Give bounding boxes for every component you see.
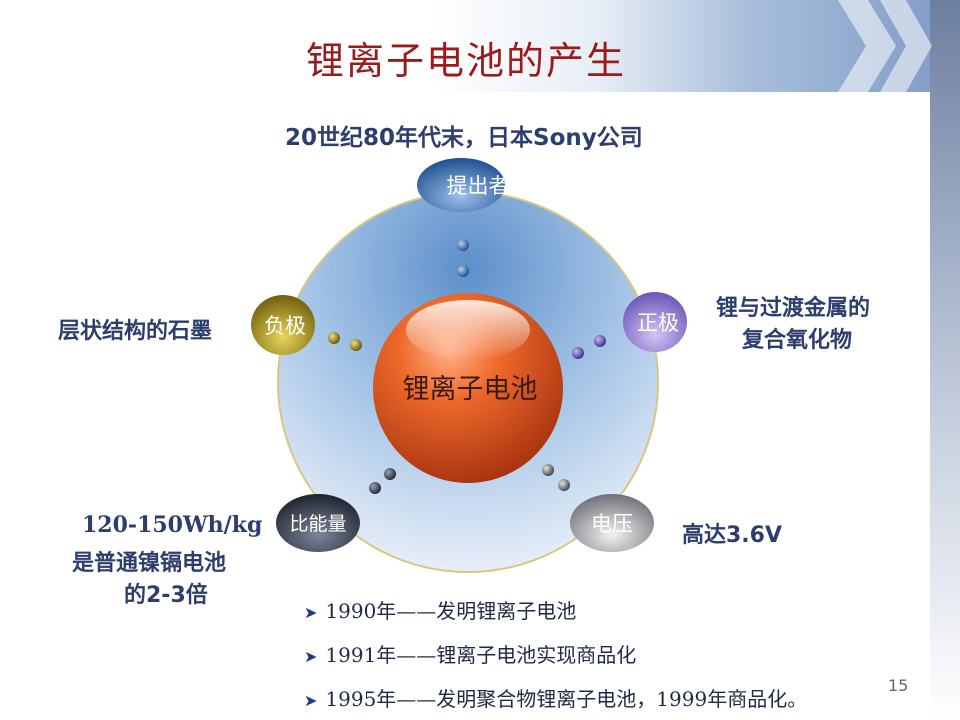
left-connector-dots [328, 332, 362, 351]
battery-diagram: 锂离子电池 提出者 负极 正极 比能量 电压 [251, 158, 687, 573]
slide-title: 锂离子电池的产生 [306, 39, 627, 83]
node-cathode-label: 正极 [637, 311, 679, 335]
timeline-item: ➤ 1995年——发明聚合物锂离子电池，1999年商品化。 [304, 683, 807, 712]
timeline-text: 1990年——发明锂离子电池 [325, 599, 577, 623]
arrow-bullet-icon: ➤ [304, 603, 318, 622]
cathode-note-line1: 锂与过渡金属的 [716, 296, 871, 321]
energy-note-line1: 120-150Wh/kg [82, 512, 263, 538]
top-connector-dots [457, 239, 469, 277]
timeline-text: 1991年——锂离子电池实现商品化 [325, 643, 637, 667]
cathode-note-line2: 复合氧化物 [742, 328, 853, 353]
node-proposer-label: 提出者 [447, 174, 510, 198]
node-proposer: 提出者 [417, 158, 510, 212]
center-label: 锂离子电池 [403, 374, 538, 405]
node-anode-label: 负极 [264, 314, 306, 338]
right-edge-band [930, 0, 960, 720]
energy-note-line2: 是普通镍镉电池 [72, 551, 227, 576]
header-chevrons [838, 0, 932, 92]
timeline-item: ➤ 1991年——锂离子电池实现商品化 [304, 639, 636, 668]
slide-subtitle: 20世纪80年代末，日本Sony公司 [285, 125, 643, 151]
bottom-right-connector-dots [542, 464, 570, 491]
node-cathode: 正极 [623, 292, 687, 352]
header-band [0, 0, 960, 92]
timeline-text: 1995年——发明聚合物锂离子电池，1999年商品化。 [325, 687, 808, 711]
center-ball [373, 293, 563, 483]
right-connector-dots [572, 335, 606, 359]
page-number: 15 [888, 676, 909, 695]
node-voltage: 电压 [570, 494, 654, 552]
voltage-note: 高达3.6V [682, 523, 782, 548]
anode-note: 层状结构的石墨 [58, 319, 213, 344]
energy-note-line3: 的2-3倍 [124, 583, 208, 608]
node-voltage-label: 电压 [591, 512, 633, 536]
bottom-left-connector-dots [369, 468, 396, 494]
arrow-bullet-icon: ➤ [304, 691, 318, 710]
node-energy: 比能量 [276, 494, 360, 552]
node-anode: 负极 [251, 295, 315, 355]
timeline-item: ➤ 1990年——发明锂离子电池 [304, 595, 576, 624]
arrow-bullet-icon: ➤ [304, 647, 318, 666]
node-energy-label: 比能量 [289, 513, 346, 535]
